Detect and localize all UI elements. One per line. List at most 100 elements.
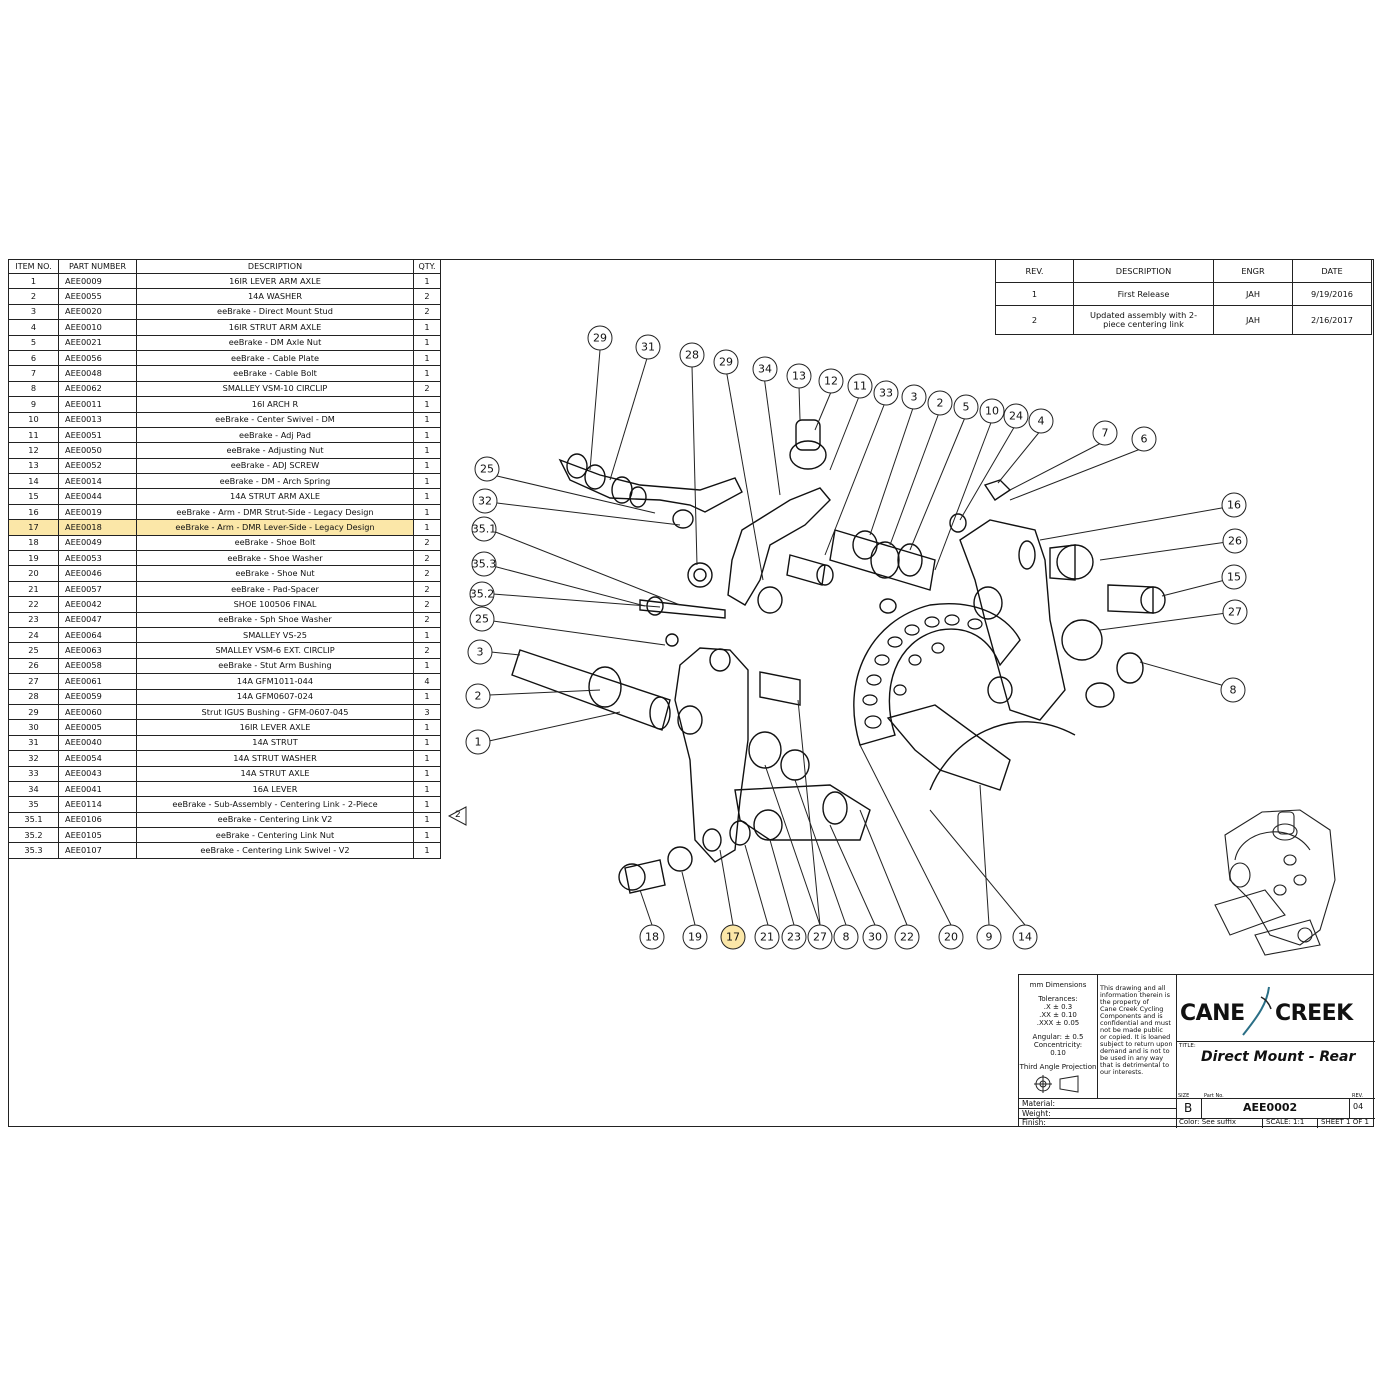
notice-line: be used in any way xyxy=(1100,1054,1164,1062)
balloon-label: 32 xyxy=(478,495,492,508)
concentricity-label: Concentricity: xyxy=(1033,1041,1083,1049)
balloon-label: 16 xyxy=(1227,499,1241,512)
rev-header-rev: REV. xyxy=(995,259,1074,283)
rev-date: 2/16/2017 xyxy=(1292,305,1372,335)
bom-part-number: AEE0010 xyxy=(58,319,137,336)
item-balloon: 10 xyxy=(979,398,1005,424)
bom-quantity: 1 xyxy=(413,319,441,336)
item-balloon: 7 xyxy=(1092,420,1118,446)
item-balloon: 27 xyxy=(1222,599,1248,625)
bom-quantity: 1 xyxy=(413,503,441,521)
rev-number: 1 xyxy=(995,282,1074,306)
units-text: mm Dimensions xyxy=(1029,981,1087,989)
balloon-circle xyxy=(807,924,833,950)
divider xyxy=(1349,1099,1350,1118)
balloon-label: 25 xyxy=(475,613,489,626)
bom-description: eeBrake - Cable Bolt xyxy=(136,365,414,382)
parts-illustration xyxy=(511,419,1166,894)
bom-part-number: AEE0051 xyxy=(58,426,137,444)
scale-text: SCALE: 1:1 xyxy=(1266,1118,1305,1126)
tolerance-xx: .XX ± 0.10 xyxy=(1039,1011,1077,1019)
bom-quantity: 1 xyxy=(413,411,441,428)
color-text: Color: See suffix xyxy=(1179,1118,1237,1126)
lever-side-arm-part xyxy=(674,647,749,863)
divider xyxy=(1019,1108,1176,1109)
divider xyxy=(1019,1098,1375,1099)
balloon-label: 2 xyxy=(937,397,944,410)
item-balloon: 23 xyxy=(781,924,807,950)
bom-item-number: 17 xyxy=(8,519,59,536)
item-balloon: 25 xyxy=(469,606,495,632)
balloon-label: 29 xyxy=(593,332,607,345)
notice-line: information therein is xyxy=(1100,991,1170,999)
tolerance-x: .X ± 0.3 xyxy=(1043,1003,1073,1011)
balloon-circle xyxy=(635,334,661,360)
balloon-circle xyxy=(713,349,739,375)
concentricity-value: 0.10 xyxy=(1050,1049,1066,1057)
item-balloon: 3 xyxy=(901,384,927,410)
balloon-circle xyxy=(469,581,495,607)
balloon-circle xyxy=(472,488,498,514)
balloon-label: 27 xyxy=(813,931,827,944)
bom-quantity: 1 xyxy=(413,488,441,505)
item-balloon: 30 xyxy=(862,924,888,950)
item-balloon: 28 xyxy=(679,342,705,368)
balloon-circle xyxy=(781,924,807,950)
bom-part-number: AEE0018 xyxy=(58,519,137,536)
bom-item-number: 12 xyxy=(8,442,59,459)
item-balloon: 17 xyxy=(720,924,746,950)
item-balloon: 13 xyxy=(786,363,812,389)
balloon-circle xyxy=(471,516,497,542)
weight-label: Weight: xyxy=(1022,1109,1051,1118)
item-balloon: 3 xyxy=(467,639,493,665)
revision-triangle-label: 2 xyxy=(455,810,461,820)
notice-line: confidential and must xyxy=(1100,1019,1171,1027)
balloon-circle xyxy=(1220,677,1246,703)
item-balloon: 15 xyxy=(1221,564,1247,590)
bom-description: eeBrake - Adj Pad xyxy=(136,426,414,444)
balloon-circle xyxy=(927,390,953,416)
balloon-circle xyxy=(979,398,1005,424)
balloon-circle xyxy=(469,606,495,632)
bom-item-number: 14 xyxy=(8,473,59,490)
bom-description: eeBrake - Center Swivel - DM xyxy=(136,411,414,428)
balloon-label: 21 xyxy=(760,931,774,944)
balloon-label: 4 xyxy=(1038,415,1045,428)
item-balloon: 21 xyxy=(754,924,780,950)
balloon-circle xyxy=(465,729,491,755)
balloon-label: 3 xyxy=(477,646,484,659)
rev-row: 1 First Release JAH 9/19/2016 xyxy=(995,282,1372,306)
assembled-view-thumbnail xyxy=(1214,809,1336,956)
item-balloon: 8 xyxy=(1220,677,1246,703)
tolerance-notes: mm Dimensions Tolerances: .X ± 0.3 .XX ±… xyxy=(1019,975,1097,1071)
notice-line: not be made public xyxy=(1100,1026,1163,1034)
balloon-circle xyxy=(818,368,844,394)
bom-quantity: 1 xyxy=(413,457,441,475)
item-balloon: 27 xyxy=(807,924,833,950)
balloon-circle xyxy=(754,924,780,950)
rev-label: REV. xyxy=(1352,1093,1363,1099)
bom-quantity: 1 xyxy=(413,365,441,382)
balloon-circle xyxy=(1221,564,1247,590)
bom-description: 14A STRUT ARM AXLE xyxy=(136,488,414,505)
divider xyxy=(1262,1119,1263,1128)
divider xyxy=(1201,1099,1202,1118)
bom-quantity: 1 xyxy=(413,657,441,675)
bom-description: eeBrake - Cable Plate xyxy=(136,349,414,367)
balloon-circle xyxy=(1092,420,1118,446)
bom-item-number: 9 xyxy=(8,396,59,413)
finish-label: Finish: xyxy=(1022,1118,1046,1127)
